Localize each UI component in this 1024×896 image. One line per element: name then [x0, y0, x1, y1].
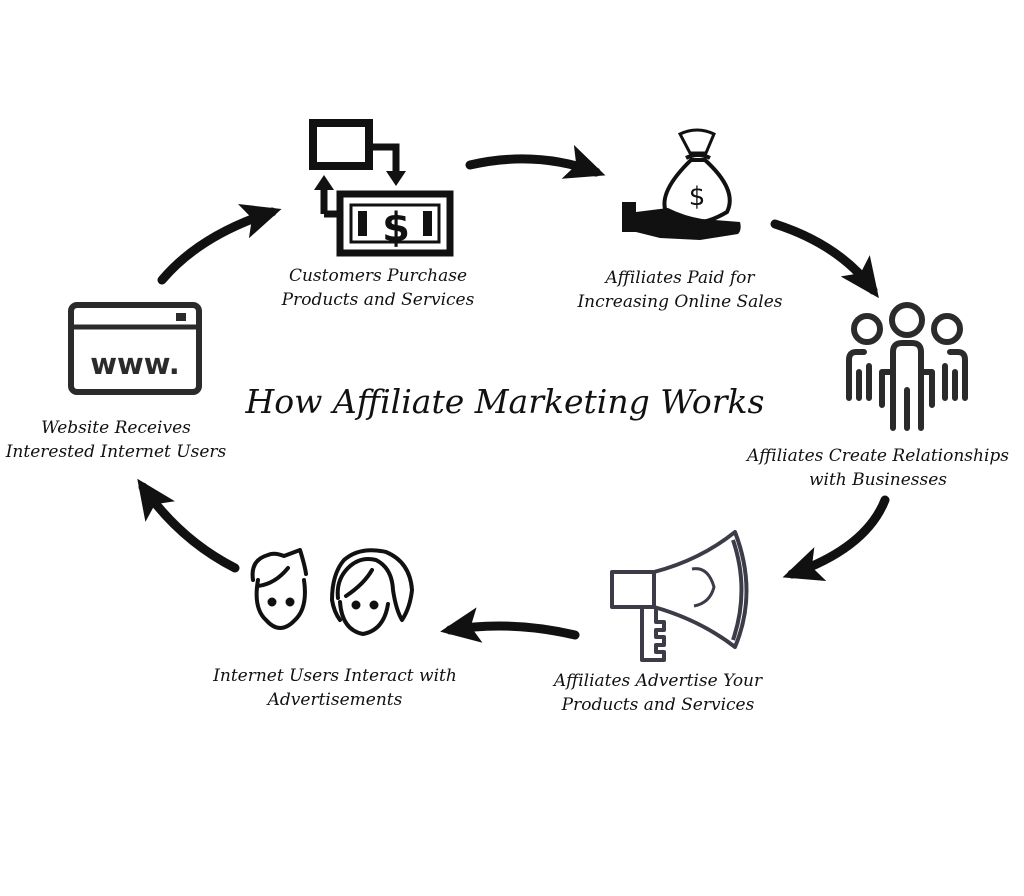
caption-line: Internet Users Interact with [213, 666, 457, 686]
www-glyph: www. [90, 347, 180, 381]
people-group-icon [846, 302, 968, 431]
caption-line: Affiliates Create Relationships [746, 446, 1009, 466]
diagram-title: How Affiliate Marketing Works [245, 382, 765, 421]
bag-dollar-glyph: $ [689, 182, 706, 212]
caption-line: Products and Services [561, 695, 755, 715]
arrow-interact-to-website [137, 478, 240, 573]
caption-affiliates-paid: Affiliates Paid for Increasing Online Sa… [555, 266, 805, 314]
arrow-purchase-to-paid [465, 144, 606, 179]
caption-line: with Businesses [808, 470, 948, 490]
two-users-faces-icon [250, 548, 414, 636]
caption-line: Advertisements [267, 690, 403, 710]
caption-affiliates-advertise: Affiliates Advertise Your Products and S… [533, 669, 783, 717]
caption-website-receives: Website Receives Interested Internet Use… [0, 416, 232, 464]
arrow-advertise-to-interact [440, 607, 580, 643]
purchase-transaction-icon: $ [309, 119, 454, 257]
dollar-sign-glyph: $ [382, 205, 410, 251]
arrow-paid-to-relationships [770, 219, 879, 299]
caption-line: Website Receives [41, 418, 191, 438]
arrow-relationships-to-advertise [782, 495, 890, 582]
cycle-arrows [137, 144, 890, 643]
caption-line: Products and Services [281, 290, 475, 310]
caption-create-relationships: Affiliates Create Relationships with Bus… [730, 444, 1024, 492]
megaphone-icon [610, 530, 749, 662]
caption-line: Customers Purchase [288, 266, 468, 286]
arrow-website-to-purchase [157, 203, 282, 285]
caption-line: Increasing Online Sales [577, 292, 783, 312]
caption-line: Affiliates Paid for [605, 268, 755, 288]
caption-line: Interested Internet Users [5, 442, 227, 462]
caption-customers-purchase: Customers Purchase Products and Services [253, 264, 503, 312]
caption-users-interact: Internet Users Interact with Advertiseme… [190, 664, 480, 712]
money-bag-hand-icon: $ [622, 128, 741, 240]
caption-line: Affiliates Advertise Your [553, 671, 763, 691]
website-browser-icon: www. [68, 302, 202, 395]
